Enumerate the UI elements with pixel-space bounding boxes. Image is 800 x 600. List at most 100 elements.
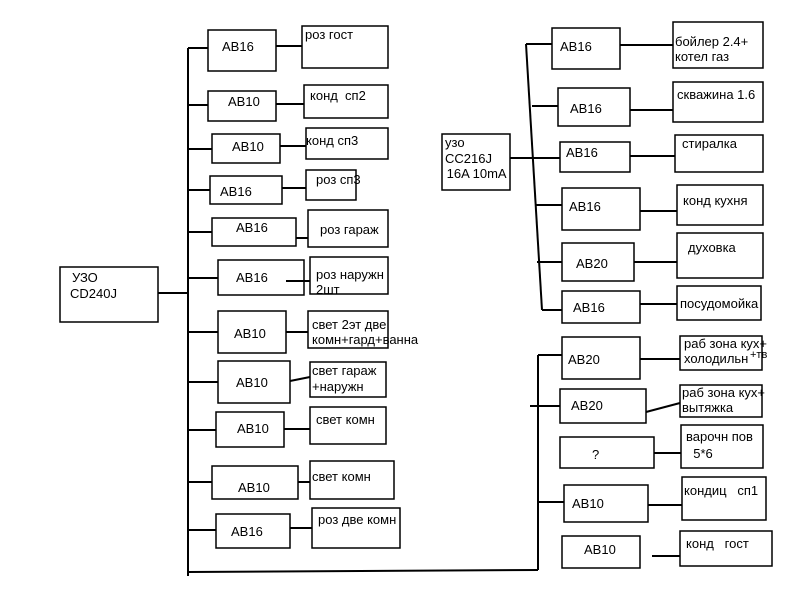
circuit-group: АВ10 конд сп3 <box>188 127 389 164</box>
main-rcd-label-line-2: CD240J <box>70 286 117 301</box>
breaker-label: АВ10 <box>238 480 270 495</box>
load-box <box>309 460 395 500</box>
circuit-group: АВ16 скважина 1.6 <box>532 81 764 127</box>
sub-rcd: узо CC216J 16A 10mA <box>441 133 511 191</box>
sub-rcd-label-line-3: 16A 10mA <box>443 166 507 181</box>
breaker-label: АВ10 <box>572 496 604 511</box>
breaker-label: АВ16 <box>222 39 254 54</box>
breaker-box <box>551 27 621 70</box>
load-label-line-2: +наружн <box>312 379 364 394</box>
load-label-line-1: свет комн <box>316 412 375 427</box>
load-box <box>680 424 764 469</box>
breaker-box <box>207 90 277 122</box>
load-wire <box>289 376 311 382</box>
load-box <box>309 406 387 445</box>
breaker-label: АВ20 <box>576 256 608 271</box>
circuit-group: АВ16 роз две комн <box>188 507 401 549</box>
load-label-line-1: раб зона кух+ <box>684 336 767 351</box>
load-label-line-1: варочн пов <box>686 429 753 444</box>
breaker-label: АВ16 <box>566 145 598 160</box>
breaker-box <box>217 259 305 296</box>
breaker-label: АВ16 <box>573 300 605 315</box>
breaker-box <box>561 290 641 324</box>
load-label-line-1: роз две комн <box>318 512 396 527</box>
breaker-label: АВ16 <box>569 199 601 214</box>
main-bus-wires <box>158 43 562 576</box>
load-wire <box>645 402 681 413</box>
breaker-box <box>211 217 297 247</box>
load-box <box>674 134 764 173</box>
breaker-box <box>557 87 631 127</box>
circuit-group: АВ16 роз сп3 <box>188 169 361 205</box>
circuit-group: АВ16 конд кухня <box>535 184 764 231</box>
breaker-box <box>563 484 649 523</box>
sub-rcd-box <box>441 133 511 191</box>
breaker-box <box>559 436 655 469</box>
breaker-box <box>217 310 287 354</box>
load-label-line-1: свет 2эт две <box>312 317 386 332</box>
load-label-line-2: 2шт <box>316 282 340 297</box>
load-label-line-1: свет комн <box>312 469 371 484</box>
breaker-box <box>211 465 299 500</box>
breaker-label: АВ10 <box>584 542 616 557</box>
load-box <box>676 184 764 226</box>
circuit-group: АВ10 свет комн <box>188 406 387 448</box>
load-box <box>679 335 763 371</box>
load-box <box>672 21 764 69</box>
main-rcd-label-line-1: УЗО <box>72 270 98 285</box>
load-label-line-2: холодильн <box>684 351 748 366</box>
load-label-line-1: роз гост <box>305 27 353 42</box>
load-label-line-2: вытяжка <box>682 400 734 415</box>
breaker-label: ? <box>592 447 599 462</box>
main-rcd-box <box>59 266 159 323</box>
breaker-label: АВ10 <box>228 94 260 109</box>
breaker-label: АВ16 <box>231 524 263 539</box>
breaker-box <box>211 133 281 164</box>
load-box <box>311 507 401 549</box>
breaker-box <box>561 187 641 231</box>
breaker-label: АВ20 <box>571 398 603 413</box>
load-label-extra: +тв <box>750 349 767 361</box>
load-box <box>672 81 764 123</box>
load-label-line-1: посудомойка <box>680 296 759 311</box>
load-label-line-2: комн+гард+ванна <box>312 332 419 347</box>
load-box <box>307 209 389 248</box>
load-box <box>309 256 389 295</box>
breaker-label: АВ16 <box>236 220 268 235</box>
load-label-line-1: кондиц сп1 <box>684 483 758 498</box>
breaker-label: АВ10 <box>236 375 268 390</box>
load-box <box>305 169 357 201</box>
load-label-line-1: свет гараж <box>312 363 377 378</box>
load-box <box>305 127 389 160</box>
load-label-line-1: стиралка <box>682 136 738 151</box>
load-label-line-1: раб зона кух+ <box>682 385 765 400</box>
breaker-box <box>561 535 641 569</box>
load-box <box>679 384 763 418</box>
breaker-box <box>207 29 277 72</box>
circuit-group: АВ10 свет комн <box>188 460 395 500</box>
breaker-label: АВ10 <box>232 139 264 154</box>
load-label-line-2: 5*6 <box>686 446 713 461</box>
load-box <box>307 310 389 349</box>
circuit-group: АВ16 бойлер 2.4+ котел газ <box>551 21 764 70</box>
circuit-group: АВ20 раб зона кух+ вытяжка <box>530 384 765 424</box>
sub-rcd-label-line-2: CC216J <box>445 151 492 166</box>
main-rcd: УЗО CD240J <box>59 266 159 323</box>
breaker-label: АВ10 <box>237 421 269 436</box>
circuit-group: АВ10 кондиц сп1 <box>538 476 767 523</box>
circuit-group: АВ20 духовка <box>537 232 764 282</box>
left-circuit-groups: АВ16 роз гост АВ10 конд сп2 АВ10 конд сп… <box>188 25 419 549</box>
breaker-box <box>215 513 291 549</box>
right-rcd-circuit-groups: АВ16 бойлер 2.4+ котел газ АВ16 скважина… <box>532 21 764 324</box>
circuit-group: АВ10 свет гараж +наружн <box>188 360 387 404</box>
load-box <box>309 361 387 398</box>
load-label-line-2: котел газ <box>675 49 729 64</box>
bottom-bus-wire <box>187 569 539 573</box>
sub-rcd-bus-wire <box>525 43 543 311</box>
load-box <box>676 232 764 279</box>
circuit-group: АВ16 роз гост <box>188 25 389 72</box>
breaker-label: АВ10 <box>234 326 266 341</box>
breaker-label: АВ16 <box>220 184 252 199</box>
breaker-box <box>209 175 283 205</box>
